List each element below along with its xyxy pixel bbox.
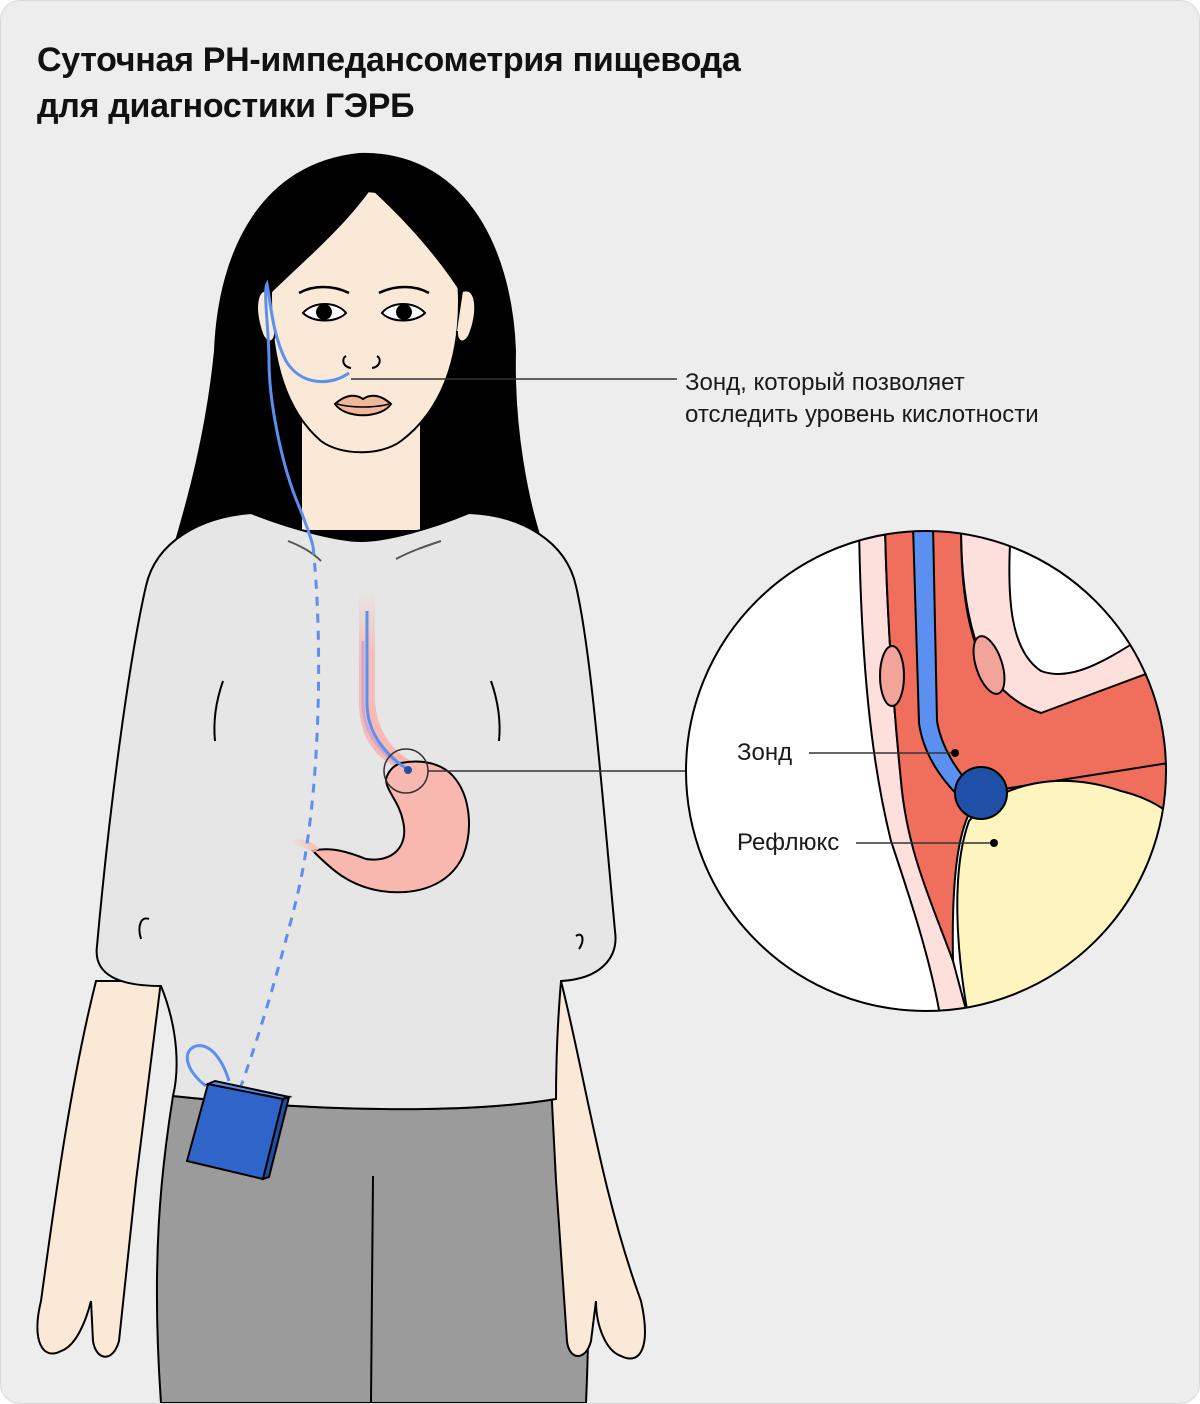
- ear-right: [455, 289, 477, 343]
- device-loop: [185, 1044, 231, 1088]
- probe-callout: Зонд, который позволяет отследить уровен…: [685, 367, 1039, 431]
- elbow-right: [575, 933, 584, 950]
- stomach: [311, 760, 470, 894]
- zoom-probe-label: Зонд: [737, 739, 793, 766]
- esophagus: [359, 591, 411, 769]
- probe-callout-line-2: отследить уровень кислотности: [685, 401, 1039, 428]
- nose: [342, 355, 381, 369]
- collarbone-right: [395, 540, 442, 560]
- wall-vessel-left: [879, 645, 905, 707]
- eyebrow-left: [298, 285, 350, 295]
- zoom-detail: [686, 531, 1166, 1011]
- zoom-probe-tip: [954, 766, 1008, 820]
- duodenum: [291, 839, 319, 853]
- probe-tip-small: [404, 766, 412, 774]
- chest-fold-left: [213, 680, 224, 742]
- wall-vessel-right: [972, 635, 1006, 695]
- shirt: [95, 511, 617, 1111]
- zoom-circle-border: [685, 530, 1167, 1012]
- right-hand: [544, 979, 646, 1360]
- title-line-2: для диагностики ГЭРБ: [37, 87, 415, 125]
- probe-wire-face: [264, 279, 350, 547]
- zoom-reflux-dot: [990, 839, 998, 847]
- title-line-1: Суточная PH-импедансометрия пищевода: [37, 41, 741, 79]
- hair-fringe-right: [371, 189, 466, 301]
- lips: [333, 394, 393, 417]
- chest-fold-right: [490, 680, 501, 742]
- hair-fringe: [263, 187, 371, 301]
- leg-divider: [370, 1175, 374, 1403]
- page-title: Суточная PH-импедансометрия пищевода для…: [37, 37, 741, 129]
- zoom-probe-dot: [951, 749, 959, 757]
- left-hand: [36, 980, 163, 1358]
- elbow-left: [138, 917, 150, 940]
- probe-callout-line-1: Зонд, который позволяет: [685, 369, 965, 396]
- eyebrow-right: [378, 285, 430, 295]
- probe-wire-body: [239, 545, 321, 1087]
- probe-wire-esophagus: [365, 611, 408, 771]
- pupil-right: [396, 304, 412, 320]
- pupil-left: [316, 304, 332, 320]
- lips-line: [336, 403, 390, 408]
- zoom-reflux-label: Рефлюкс: [737, 829, 840, 856]
- collarbone-left: [287, 540, 322, 562]
- recorder-device-side: [261, 1095, 291, 1181]
